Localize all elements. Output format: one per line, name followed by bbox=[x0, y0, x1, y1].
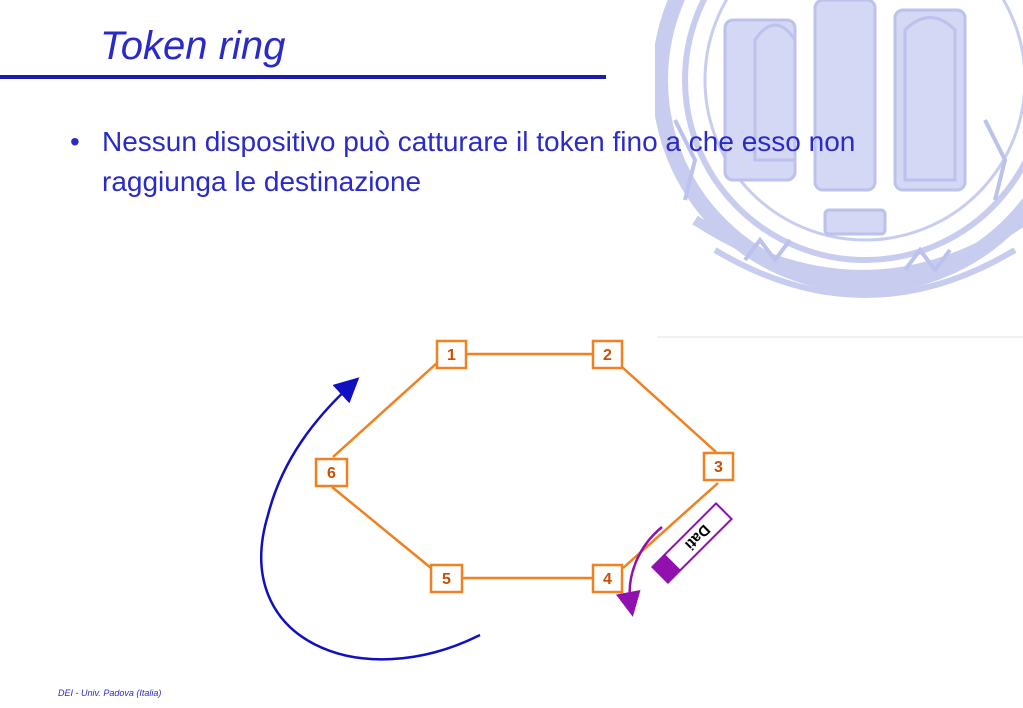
slide-footer: DEI - Univ. Padova (Italia) bbox=[58, 688, 162, 698]
node-label-1: 1 bbox=[447, 347, 456, 364]
node-label-4: 4 bbox=[603, 571, 612, 588]
bullet-marker-icon: • bbox=[70, 126, 80, 157]
ring-node-6: 6 bbox=[314, 457, 349, 488]
ring-node-3: 3 bbox=[702, 451, 735, 482]
packet-direction-arrow-icon bbox=[615, 526, 663, 617]
ring-node-1: 1 bbox=[435, 339, 468, 370]
slide-title: Token ring bbox=[100, 24, 286, 68]
ring-node-5: 5 bbox=[429, 563, 464, 594]
rotation-arrow-icon bbox=[260, 377, 481, 661]
title-underline bbox=[0, 75, 606, 79]
ring-node-4: 4 bbox=[591, 563, 624, 594]
node-label-3: 3 bbox=[714, 459, 723, 476]
ring-links bbox=[331, 352, 719, 580]
node-label-6: 6 bbox=[327, 465, 336, 482]
bullet-text: Nessun dispositivo può catturare il toke… bbox=[102, 126, 856, 197]
link-6-1 bbox=[332, 362, 438, 458]
university-seal-watermark bbox=[655, 0, 1023, 300]
node-label-2: 2 bbox=[603, 347, 612, 364]
node-label-5: 5 bbox=[442, 571, 451, 588]
ring-node-2: 2 bbox=[591, 339, 624, 370]
data-packet: Dati bbox=[650, 501, 734, 585]
link-6-5 bbox=[331, 486, 432, 569]
link-2-3 bbox=[621, 366, 717, 453]
